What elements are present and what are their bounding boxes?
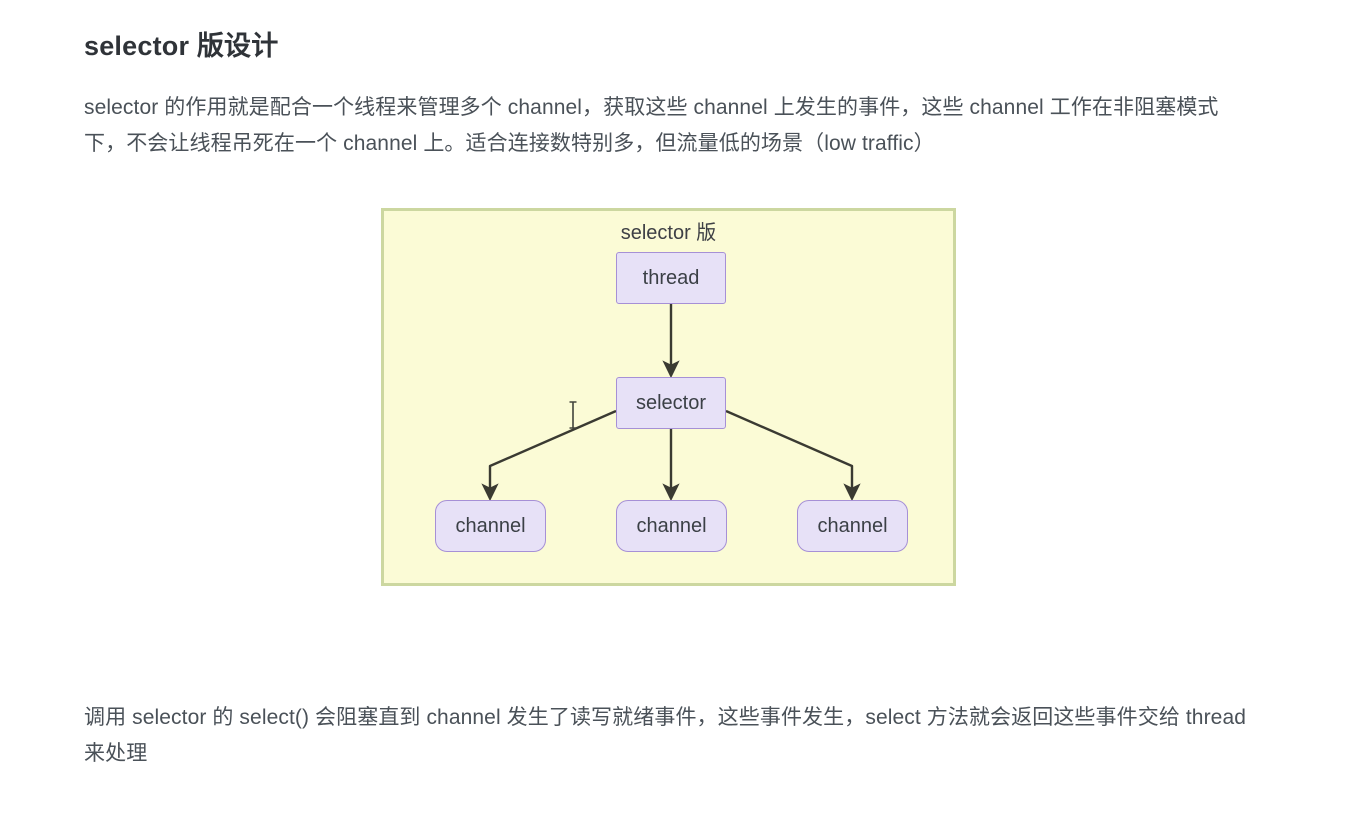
selector-design-diagram: selector 版 thread selector channel chann… [381, 208, 956, 586]
outro-paragraph: 调用 selector 的 select() 会阻塞直到 channel 发生了… [84, 706, 1247, 765]
article-container: selector 版设计 [84, 0, 1264, 66]
diagram-inner: selector 版 thread selector channel chann… [384, 211, 953, 583]
diagram-node-thread: thread [616, 252, 726, 304]
diagram-node-channel-1: channel [435, 500, 546, 552]
diagram-caption: selector 版 [620, 222, 717, 244]
diagram-node-channel-3: channel [797, 500, 908, 552]
intro-paragraph: selector 的作用就是配合一个线程来管理多个 channel，获取这些 c… [84, 96, 1219, 155]
edge-selector-to-channel-1 [481, 409, 617, 502]
edge-selector-to-channel-3 [725, 409, 861, 502]
diagram-node-selector: selector [616, 377, 726, 429]
diagram-node-channel-2: channel [616, 500, 727, 552]
page-title: selector 版设计 [84, 31, 279, 61]
